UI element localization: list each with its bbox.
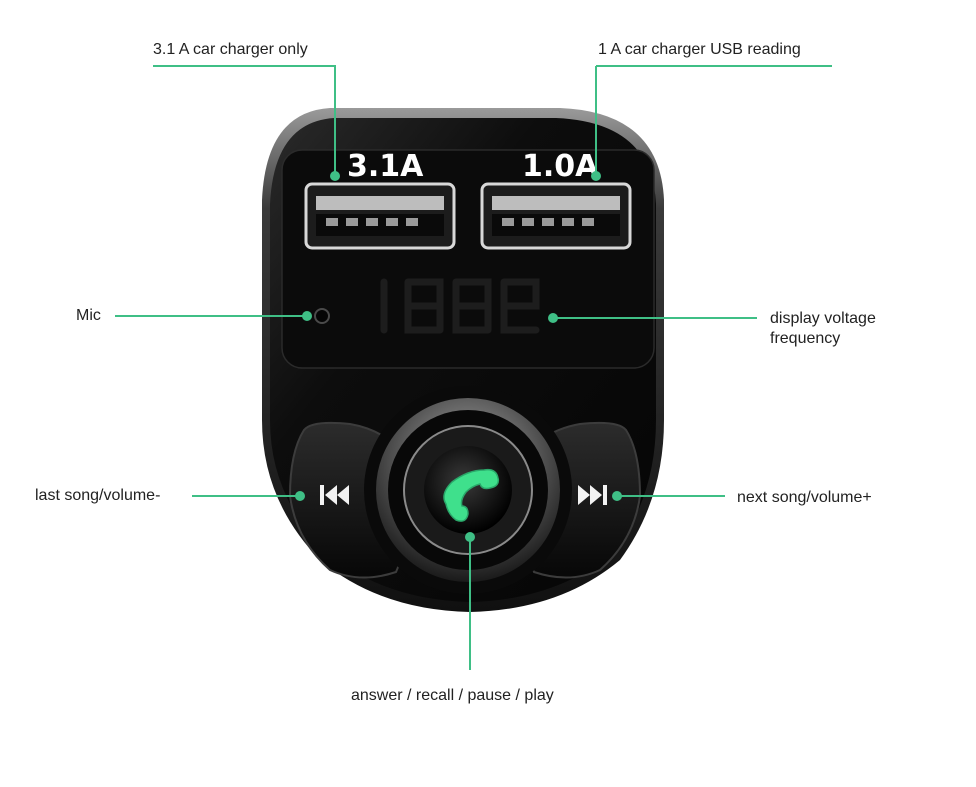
callout-prev: last song/volume- (35, 487, 161, 504)
callout-display-line2: frequency (770, 330, 841, 347)
mic-hole-icon (314, 308, 330, 324)
callout-port-right: 1 A car charger USB reading (598, 41, 801, 58)
callout-port-left: 3.1 A car charger only (153, 41, 308, 58)
previous-track-icon (320, 485, 349, 505)
leader-dots (295, 171, 622, 542)
phone-icon (443, 468, 500, 522)
callout-display-line1: display voltage (770, 310, 876, 327)
leader-lines (115, 65, 832, 670)
usb-port-left[interactable] (304, 182, 456, 250)
callout-next: next song/volume+ (737, 489, 872, 506)
port-right-rating: 1.0A (522, 149, 599, 184)
port-left-rating: 3.1A (347, 149, 424, 184)
callout-answer: answer / recall / pause / play (351, 687, 554, 704)
next-track-icon (578, 485, 607, 505)
usb-port-right[interactable] (480, 182, 632, 250)
led-display (380, 278, 540, 334)
callout-mic: Mic (76, 307, 101, 324)
